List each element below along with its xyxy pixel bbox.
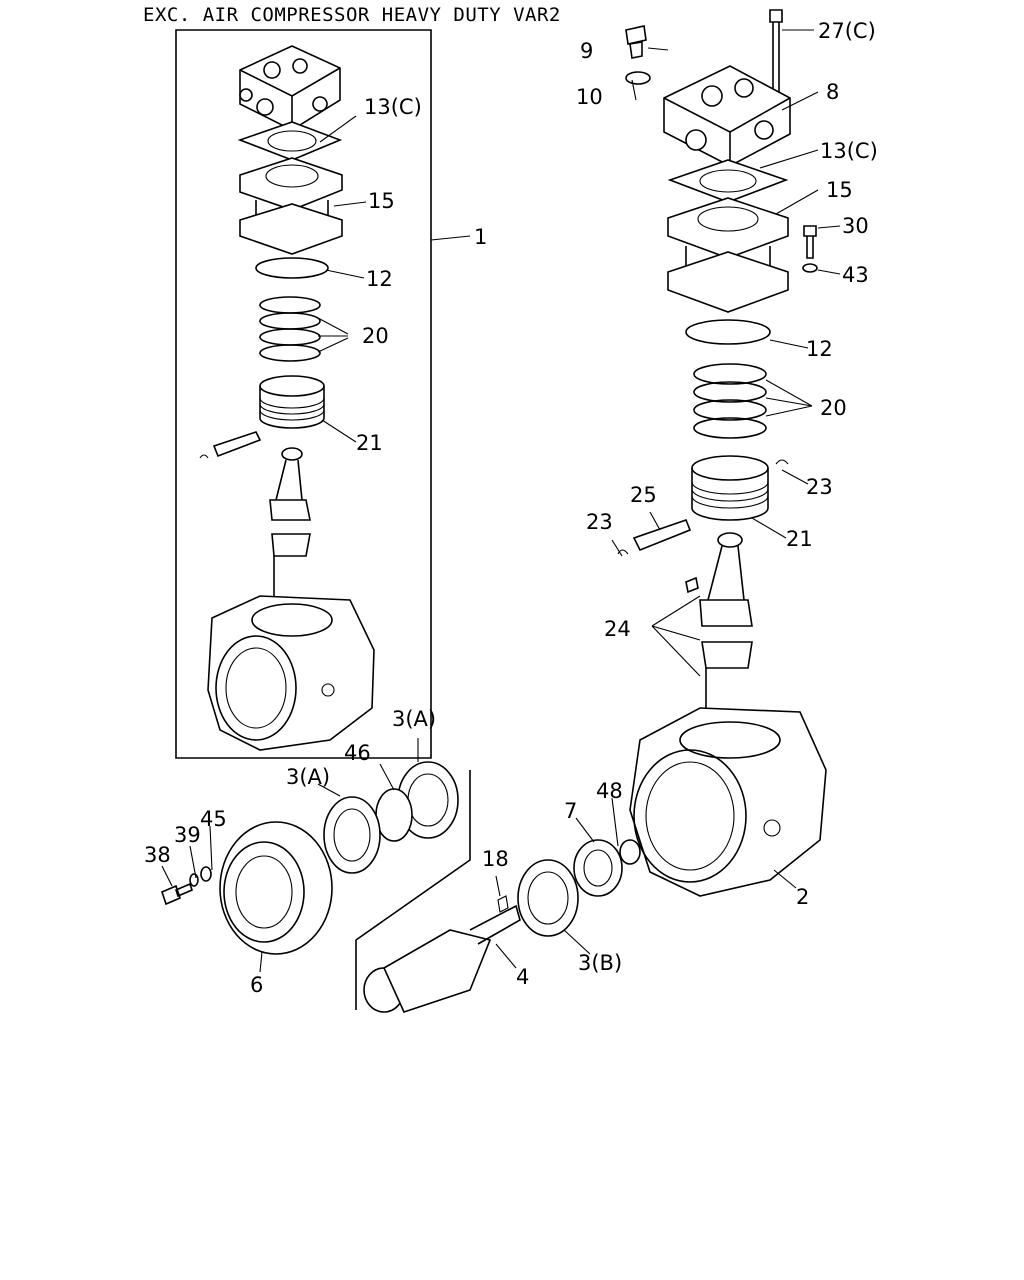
label-15-right: 15 <box>826 178 853 202</box>
o-ring-12-right <box>685 319 771 345</box>
label-13c-right: 13(C) <box>820 139 878 163</box>
piston-21-left <box>259 375 325 429</box>
label-9: 9 <box>580 39 593 63</box>
bolt-30 <box>803 225 817 259</box>
bearing-bracket <box>355 770 471 1010</box>
cylinder-15-right <box>667 197 789 313</box>
cylinder-head-left <box>239 45 341 131</box>
connecting-rod-left <box>269 447 311 600</box>
crankcase-2 <box>629 707 827 897</box>
label-3b: 3(B) <box>578 951 622 975</box>
piston-rings-20-right <box>693 363 767 439</box>
piston-21-right <box>691 455 769 521</box>
label-25: 25 <box>630 483 657 507</box>
label-12-right: 12 <box>806 337 833 361</box>
label-12-left: 12 <box>366 267 393 291</box>
label-13c-left: 13(C) <box>364 95 422 119</box>
label-7: 7 <box>564 799 577 823</box>
circlip-left <box>199 454 209 459</box>
label-20-left: 20 <box>362 324 389 348</box>
bolt-38 <box>161 882 193 906</box>
oil-seal-7 <box>573 839 623 897</box>
label-1: 1 <box>474 225 487 249</box>
label-21-left: 21 <box>356 431 383 455</box>
gasket-13c-left <box>237 121 343 161</box>
label-39: 39 <box>174 823 201 847</box>
washer-45 <box>200 866 212 882</box>
circlip-23-left <box>617 549 629 555</box>
connecting-rod-24 <box>685 532 753 718</box>
o-ring-12-left <box>255 257 329 279</box>
label-23-left: 23 <box>586 510 613 534</box>
piston-rings-20-left <box>259 296 321 362</box>
leader-lines <box>161 29 841 973</box>
label-45: 45 <box>200 807 227 831</box>
ring-48 <box>619 839 641 865</box>
label-46: 46 <box>344 741 371 765</box>
label-38: 38 <box>144 843 171 867</box>
label-18: 18 <box>482 847 509 871</box>
label-4: 4 <box>516 965 529 989</box>
label-21-right: 21 <box>786 527 813 551</box>
bearing-3a-top <box>397 761 459 839</box>
washer-39 <box>189 873 199 887</box>
label-2: 2 <box>796 885 809 909</box>
crankshaft-4 <box>363 895 521 1013</box>
label-10: 10 <box>576 85 603 109</box>
label-43: 43 <box>842 263 869 287</box>
label-24: 24 <box>604 617 631 641</box>
cylinder-head-8 <box>663 65 791 167</box>
assembly-1-frame <box>175 29 432 759</box>
bearing-3a-mid <box>323 796 381 874</box>
bearing-3b <box>517 859 579 937</box>
washer-43 <box>802 263 818 273</box>
label-30: 30 <box>842 214 869 238</box>
washer-10 <box>625 71 651 85</box>
diagram-title: EXC. AIR COMPRESSOR HEAVY DUTY VAR2 <box>143 4 561 26</box>
label-48: 48 <box>596 779 623 803</box>
label-6: 6 <box>250 973 263 997</box>
label-27c: 27(C) <box>818 19 876 43</box>
piston-pin-25 <box>632 518 692 552</box>
label-20-right: 20 <box>820 396 847 420</box>
bolt-27c <box>769 9 783 96</box>
bearing-housing-6 <box>219 821 333 955</box>
plug-9 <box>625 25 647 59</box>
crankcase-left <box>207 595 375 751</box>
label-23-right: 23 <box>806 475 833 499</box>
label-15-left: 15 <box>368 189 395 213</box>
label-8: 8 <box>826 80 839 104</box>
label-3a-top: 3(A) <box>392 707 436 731</box>
cylinder-15-left <box>239 157 343 255</box>
label-3a-mid: 3(A) <box>286 765 330 789</box>
piston-pin-left <box>212 431 262 458</box>
circlip-23-right <box>775 459 789 465</box>
spacer-46 <box>375 788 413 842</box>
gasket-13c-right <box>667 159 789 203</box>
